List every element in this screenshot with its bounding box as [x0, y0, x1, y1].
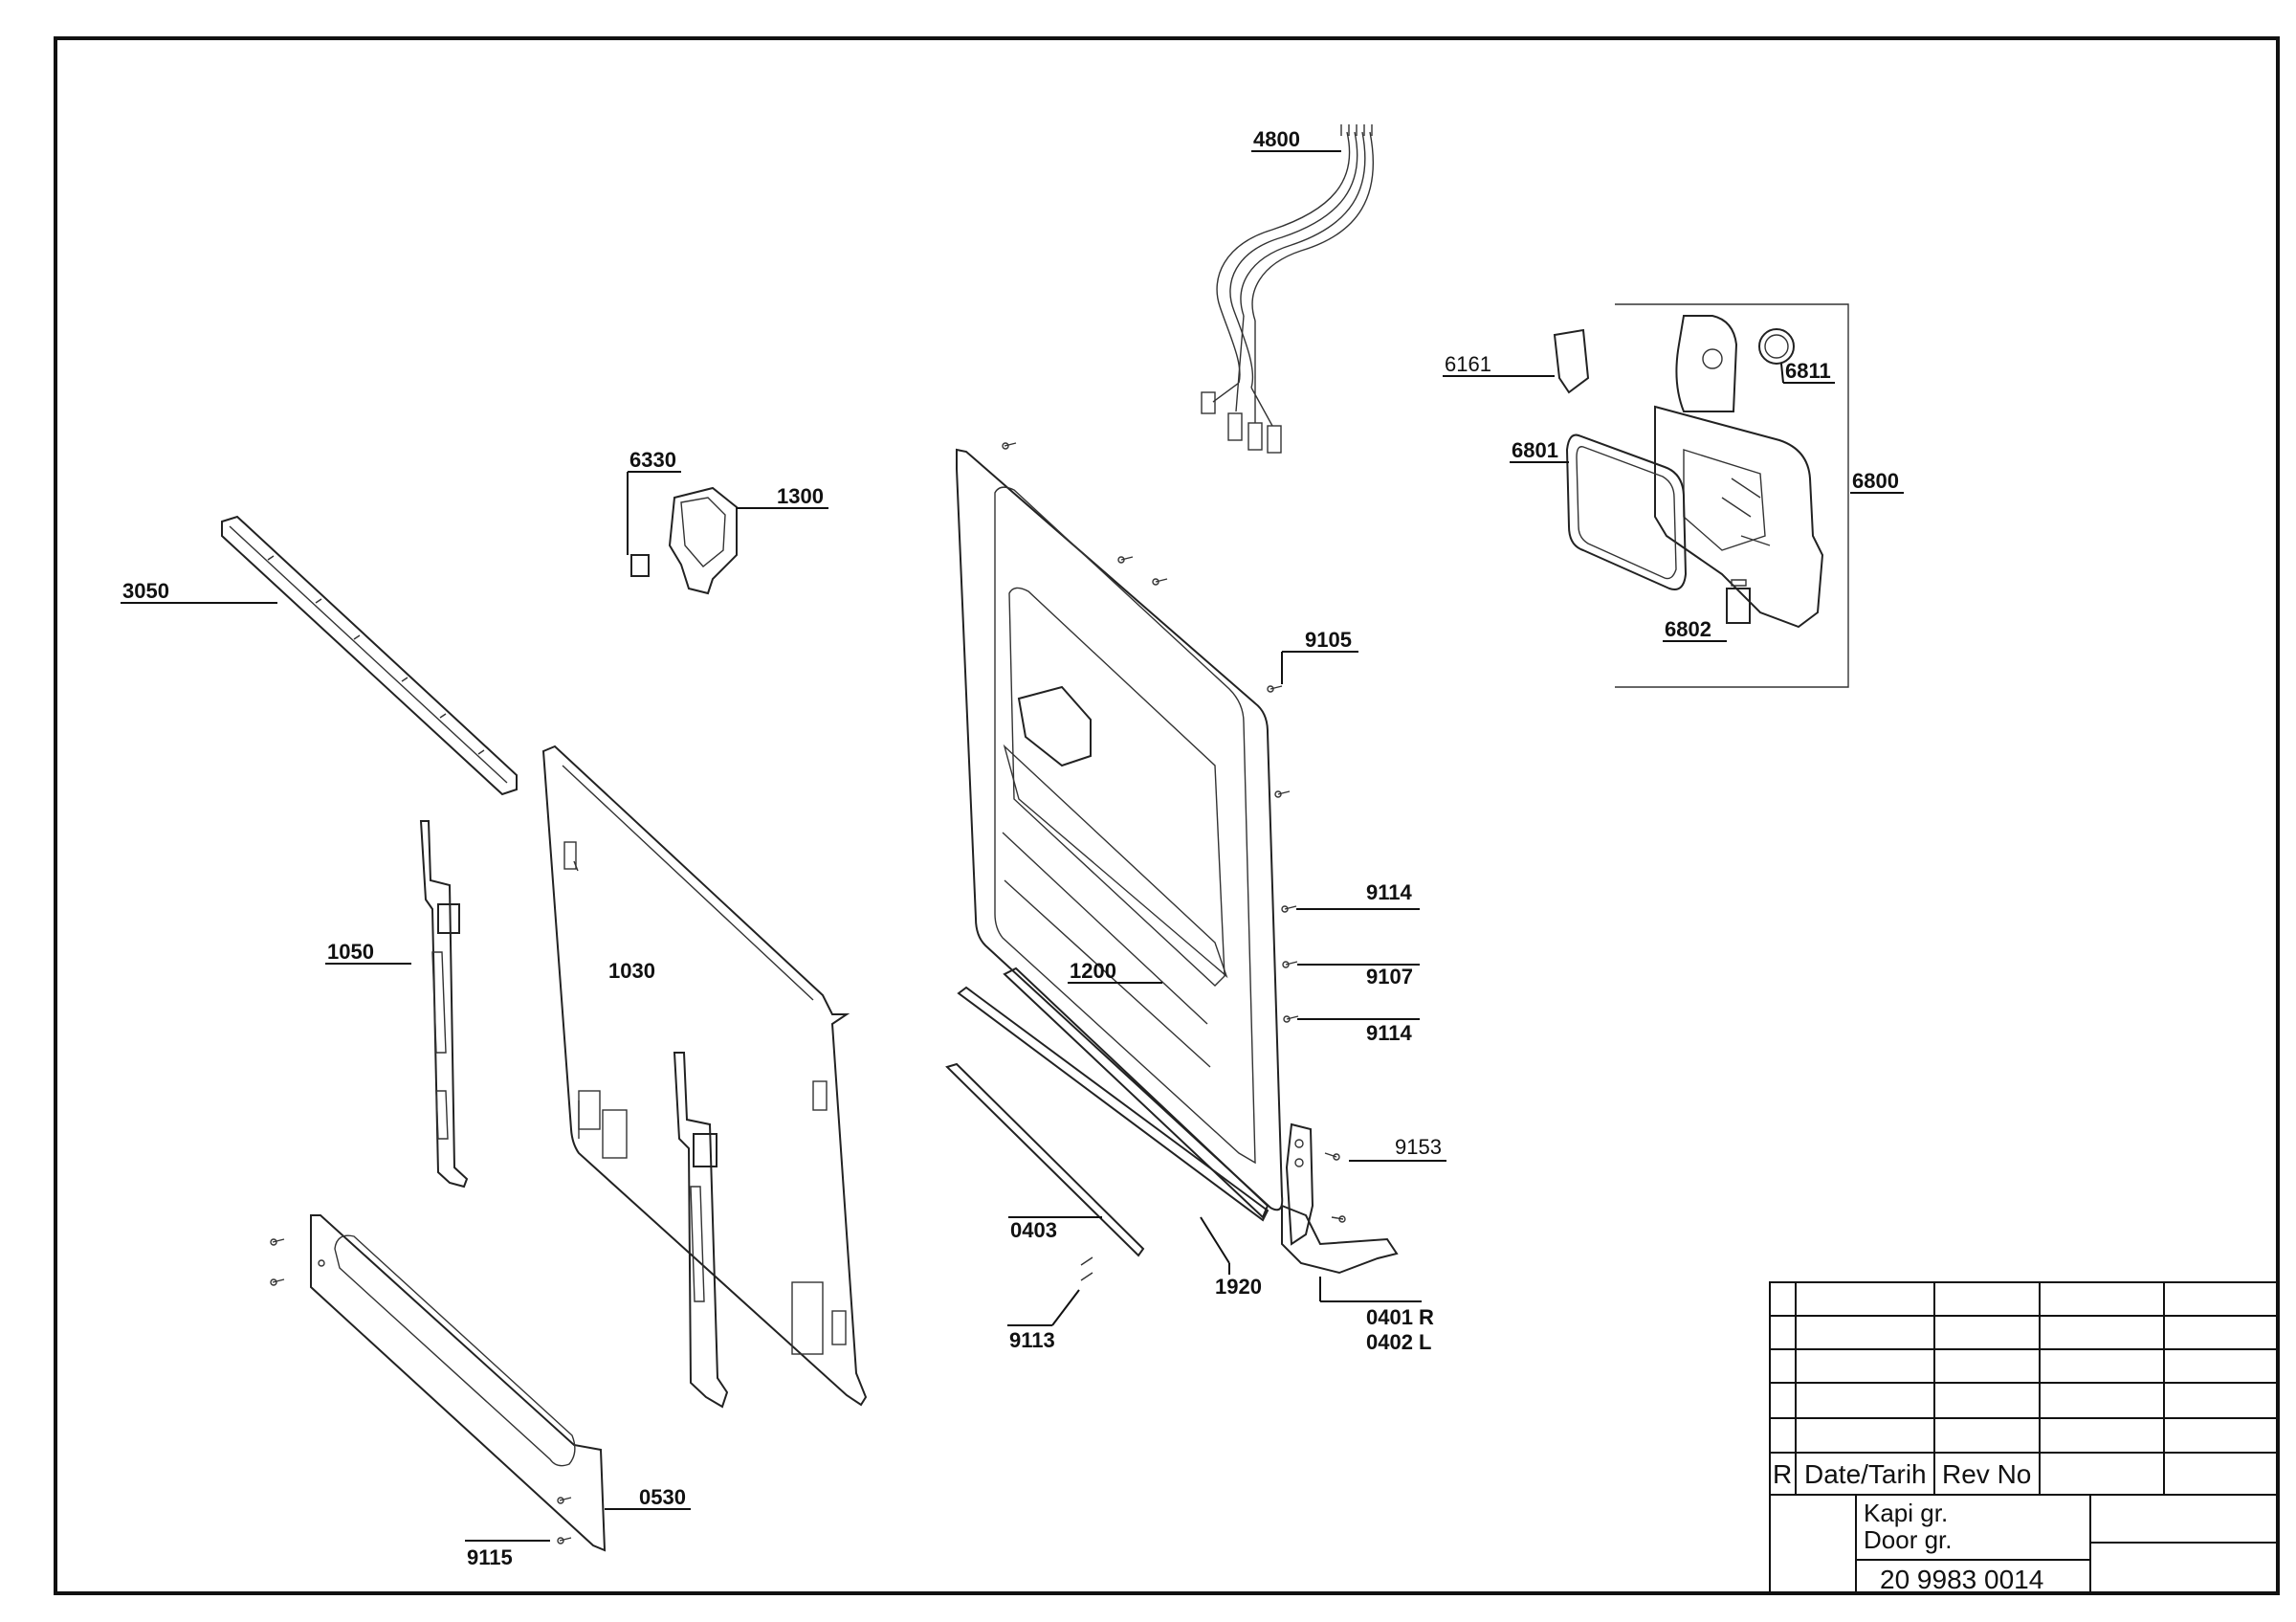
- label-9115: 9115: [467, 1545, 513, 1569]
- screw-set: [270, 442, 1346, 1544]
- label-6801: 6801: [1512, 438, 1558, 462]
- inner-door-panel-part: [956, 448, 1399, 1275]
- label-6330: 6330: [629, 448, 676, 472]
- drawing-border: [54, 36, 2280, 1595]
- label-9105: 9105: [1305, 628, 1352, 652]
- rev-marker: R: [1773, 1459, 1792, 1489]
- label-1030: 1030: [608, 959, 655, 983]
- bottom-seal-strips-part: [945, 967, 1269, 1257]
- label-9114-upper: 9114: [1366, 880, 1412, 904]
- label-1200: 1200: [1070, 959, 1116, 983]
- label-9153: 9153: [1395, 1135, 1442, 1159]
- label-0530: 0530: [639, 1485, 686, 1509]
- label-9107: 9107: [1366, 965, 1413, 989]
- label-1050: 1050: [327, 940, 374, 964]
- door-lock-part: [630, 486, 738, 595]
- rev-no-header: Rev No: [1942, 1459, 2031, 1489]
- date-header: Date/Tarih: [1804, 1459, 1927, 1489]
- label-6800: 6800: [1852, 469, 1899, 493]
- label-4800: 4800: [1253, 127, 1300, 151]
- title-block: [1769, 1281, 2279, 1594]
- label-6161: 6161: [1445, 352, 1491, 376]
- hinge-bracket-left-part: [419, 820, 469, 1189]
- label-0402: 0402 L: [1366, 1330, 1432, 1354]
- wire-harness-part: [1201, 124, 1374, 454]
- kick-plate-part: [310, 1214, 607, 1552]
- top-strip-part: [221, 515, 518, 796]
- hinge-bracket-right-part: [673, 1052, 729, 1409]
- label-6811: 6811: [1785, 359, 1831, 383]
- label-6802: 6802: [1665, 617, 1711, 641]
- label-0401: 0401 R: [1366, 1305, 1434, 1329]
- label-9113: 9113: [1009, 1328, 1055, 1352]
- drawing-name-en: Door gr.: [1864, 1525, 1953, 1554]
- label-0403: 0403: [1010, 1218, 1057, 1242]
- label-3050: 3050: [122, 579, 169, 603]
- label-1920: 1920: [1215, 1275, 1262, 1299]
- drawing-name-tr: Kapi gr.: [1864, 1499, 1948, 1527]
- label-1300: 1300: [777, 484, 824, 508]
- dispenser-assembly-part: [1553, 303, 1849, 688]
- label-9114-lower: 9114: [1366, 1021, 1412, 1045]
- outer-door-panel-part: [541, 744, 868, 1407]
- drawing-number: 20 9983 0014: [1880, 1565, 2043, 1594]
